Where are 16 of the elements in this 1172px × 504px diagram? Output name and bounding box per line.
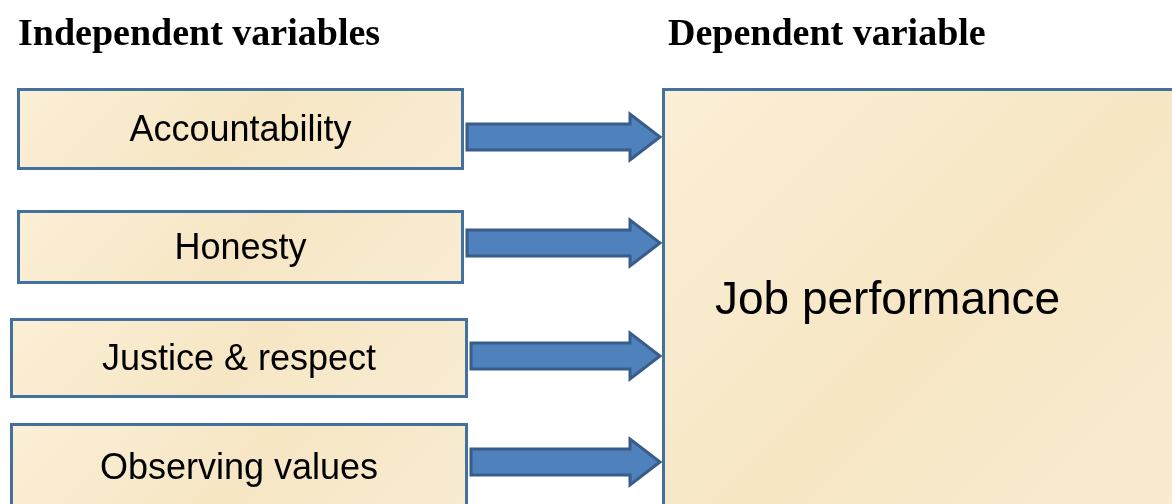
box-label: Accountability — [129, 108, 352, 150]
block-arrow — [465, 110, 663, 164]
block-arrow — [465, 216, 663, 270]
box-label: Observing values — [99, 446, 379, 488]
box-label: Honesty — [174, 226, 307, 268]
variable-box — [17, 210, 464, 284]
variable-box — [17, 88, 464, 170]
variable-box — [10, 423, 468, 504]
variable-box — [662, 88, 1172, 504]
heading: Dependent variable — [668, 10, 986, 54]
box-label: Job performance — [715, 271, 1061, 325]
variable-box — [10, 318, 468, 398]
box-label: Justice & respect — [101, 337, 377, 379]
heading: Independent variables — [18, 10, 381, 54]
block-arrow — [469, 435, 663, 489]
block-arrow — [469, 329, 663, 383]
